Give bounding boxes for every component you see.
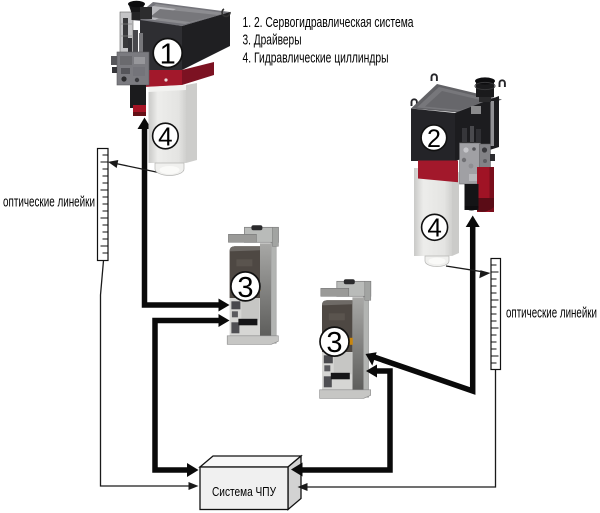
- svg-text:3: 3: [326, 327, 342, 359]
- svg-text:4. Гидравлические циллиндры: 4. Гидравлические циллиндры: [243, 50, 389, 67]
- svg-text:оптические линейки: оптические линейки: [506, 305, 597, 322]
- svg-text:4: 4: [158, 121, 172, 151]
- svg-text:1: 1: [160, 39, 176, 71]
- svg-text:Система ЧПУ: Система ЧПУ: [212, 484, 277, 499]
- svg-text:3: 3: [237, 272, 253, 304]
- svg-text:2: 2: [427, 125, 441, 153]
- svg-text:1. 2. Сервогидравлическая сист: 1. 2. Сервогидравлическая система: [243, 14, 414, 31]
- svg-text:3. Драйверы: 3. Драйверы: [243, 32, 302, 49]
- svg-text:оптические линейки: оптические линейки: [3, 194, 95, 211]
- svg-text:4: 4: [427, 213, 441, 243]
